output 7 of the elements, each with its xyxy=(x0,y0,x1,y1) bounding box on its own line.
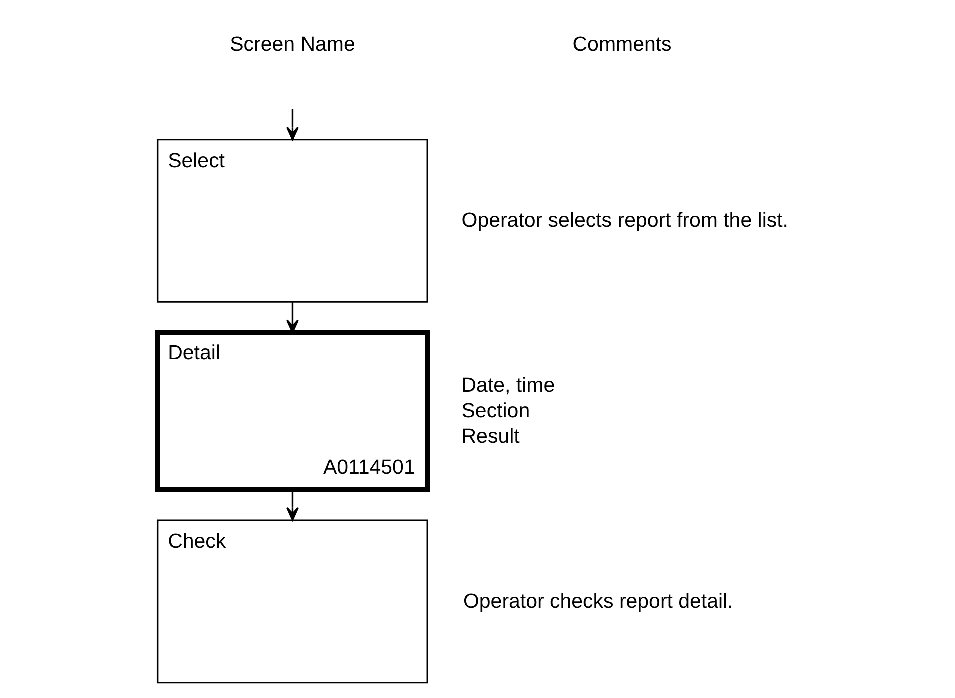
node-label: Date, time xyxy=(461,374,555,397)
node-label: Result xyxy=(461,425,520,448)
node-label: Operator checks report detail. xyxy=(462,590,733,613)
node-label: Operator selects report from the list. xyxy=(461,209,788,232)
label: Screen Name xyxy=(230,33,355,56)
node-label: Section xyxy=(461,399,530,422)
label: Comments xyxy=(572,33,672,56)
